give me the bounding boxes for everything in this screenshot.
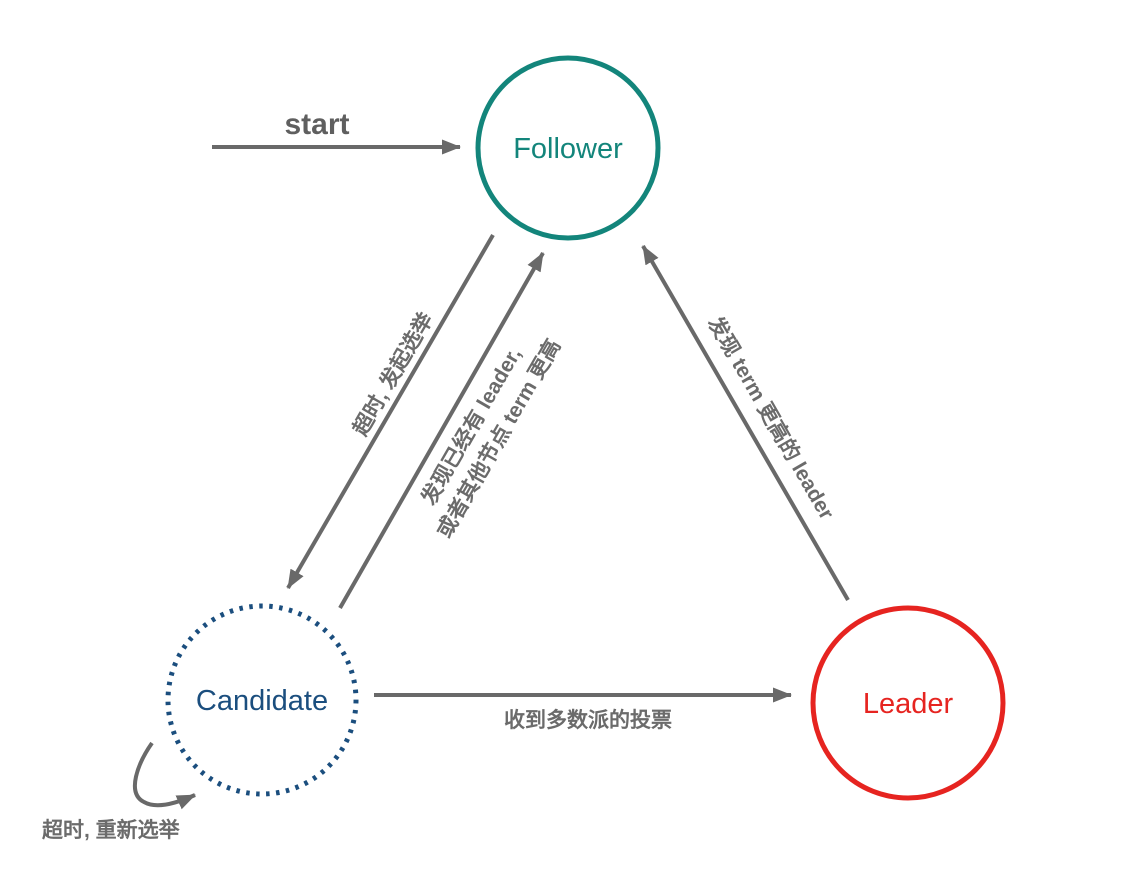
candidate-node-label: Candidate (196, 685, 328, 717)
candidate-to-leader-label: 收到多数派的投票 (504, 708, 672, 732)
leader-node (810, 605, 1006, 801)
start-arrow-label: start (284, 108, 349, 141)
leader-to-follower-label: 发现 term 更高的 leader (703, 312, 839, 524)
follower-node (475, 55, 661, 241)
follower-node-label: Follower (513, 133, 623, 165)
candidate-node (165, 603, 359, 797)
follower-to-candidate-label: 超时, 发起选举 (348, 308, 438, 440)
candidate-self-loop-arrow (132, 741, 196, 810)
candidate-self-loop-label: 超时, 重新选举 (42, 818, 181, 842)
leader-node-label: Leader (863, 688, 954, 720)
leader-to-follower-arrow (641, 244, 850, 602)
follower-to-candidate-arrow (286, 233, 495, 590)
candidate-to-follower-arrow (338, 252, 545, 609)
